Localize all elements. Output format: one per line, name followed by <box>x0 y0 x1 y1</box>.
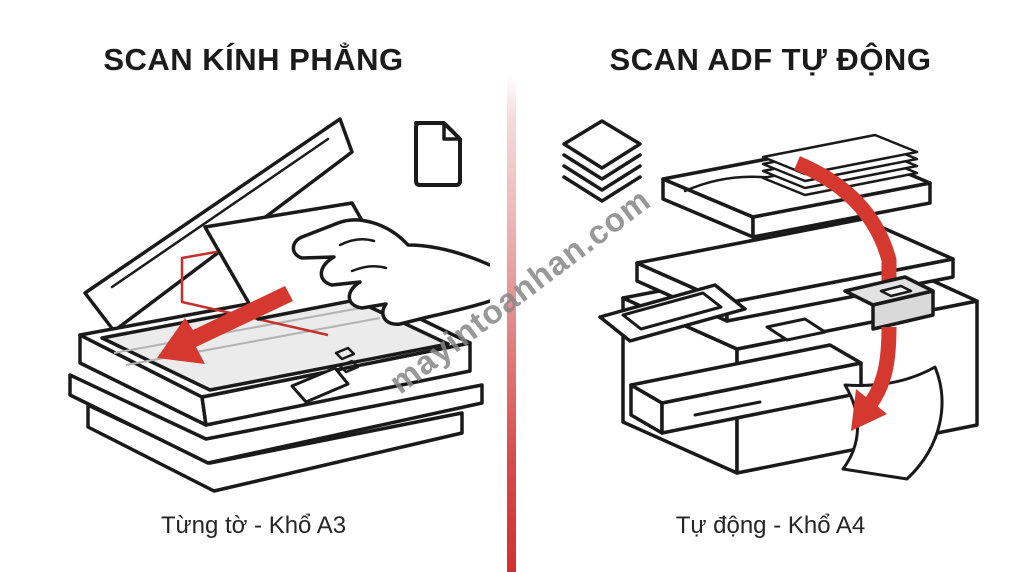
adf-panel-caption: Tự động - Khổ A4 <box>675 512 866 539</box>
adf-printer-illustration <box>562 119 979 481</box>
hand <box>291 218 490 326</box>
output-slot <box>843 275 935 331</box>
feed-path-arrow-lower <box>864 326 897 408</box>
adf-feeder <box>661 133 932 239</box>
flatbed-scanner-illustration <box>68 117 490 493</box>
divider-line <box>507 76 516 572</box>
feed-path-arrow-icon <box>794 156 897 305</box>
paper-stack-icon <box>562 119 642 203</box>
flatbed-panel-caption: Từng tờ - Khổ A3 <box>160 512 347 539</box>
body-vent <box>765 317 827 342</box>
adf-panel-title: SCAN ADF TỰ ĐỘNG <box>609 42 932 77</box>
scan-direction-arrow-icon <box>157 286 293 364</box>
feed-arrowhead-icon <box>851 389 887 431</box>
flatbed-panel-title: SCAN KÍNH PHẲNG <box>103 42 404 77</box>
single-document-icon <box>414 121 462 187</box>
scanner-control-panel <box>290 346 360 404</box>
touchscreen-panel <box>598 283 747 343</box>
paper-drawer <box>629 343 863 435</box>
